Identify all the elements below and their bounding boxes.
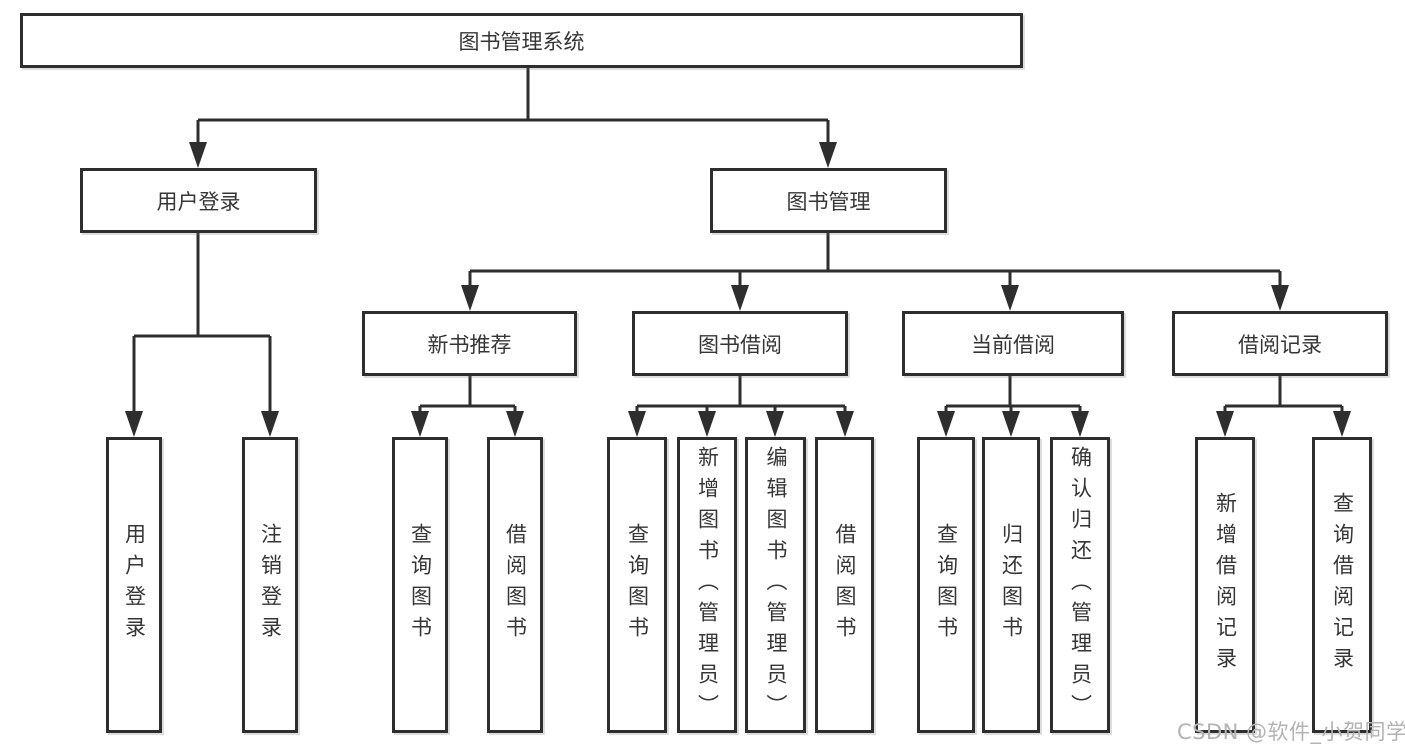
node-current-borrow: 当前借阅 xyxy=(902,311,1124,376)
arrowheads xyxy=(125,142,1351,437)
node-leaf-user-login: 用户登录 xyxy=(106,437,162,733)
node-leaf-query-books-recommend: 查询图书 xyxy=(392,437,448,733)
node-new-book-recommend: 新书推荐 xyxy=(362,311,577,376)
node-leaf-add-borrow-record: 新增借阅记录 xyxy=(1195,437,1255,733)
node-leaf-return-book: 归还图书 xyxy=(982,437,1040,733)
node-leaf-query-books-borrow: 查询图书 xyxy=(607,437,667,733)
node-leaf-logout: 注销登录 xyxy=(242,437,298,733)
node-leaf-add-book-admin: 新增图书（管理员） xyxy=(677,437,737,733)
node-leaf-query-books-current: 查询图书 xyxy=(917,437,975,733)
node-book-borrow: 图书借阅 xyxy=(632,311,848,376)
node-user-login-module: 用户登录 xyxy=(80,168,317,233)
csdn-watermark: CSDN @软件_小贺同学 xyxy=(1177,720,1405,744)
node-leaf-confirm-return-admin: 确认归还（管理员） xyxy=(1050,437,1110,733)
node-root-system: 图书管理系统 xyxy=(20,13,1023,68)
node-leaf-query-borrow-record: 查询借阅记录 xyxy=(1312,437,1372,733)
node-borrow-records: 借阅记录 xyxy=(1172,311,1388,376)
node-leaf-edit-book-admin: 编辑图书（管理员） xyxy=(745,437,806,733)
node-leaf-borrow-books-recommend: 借阅图书 xyxy=(487,437,543,733)
node-leaf-borrow-books: 借阅图书 xyxy=(815,437,874,733)
node-book-management-module: 图书管理 xyxy=(710,168,947,233)
